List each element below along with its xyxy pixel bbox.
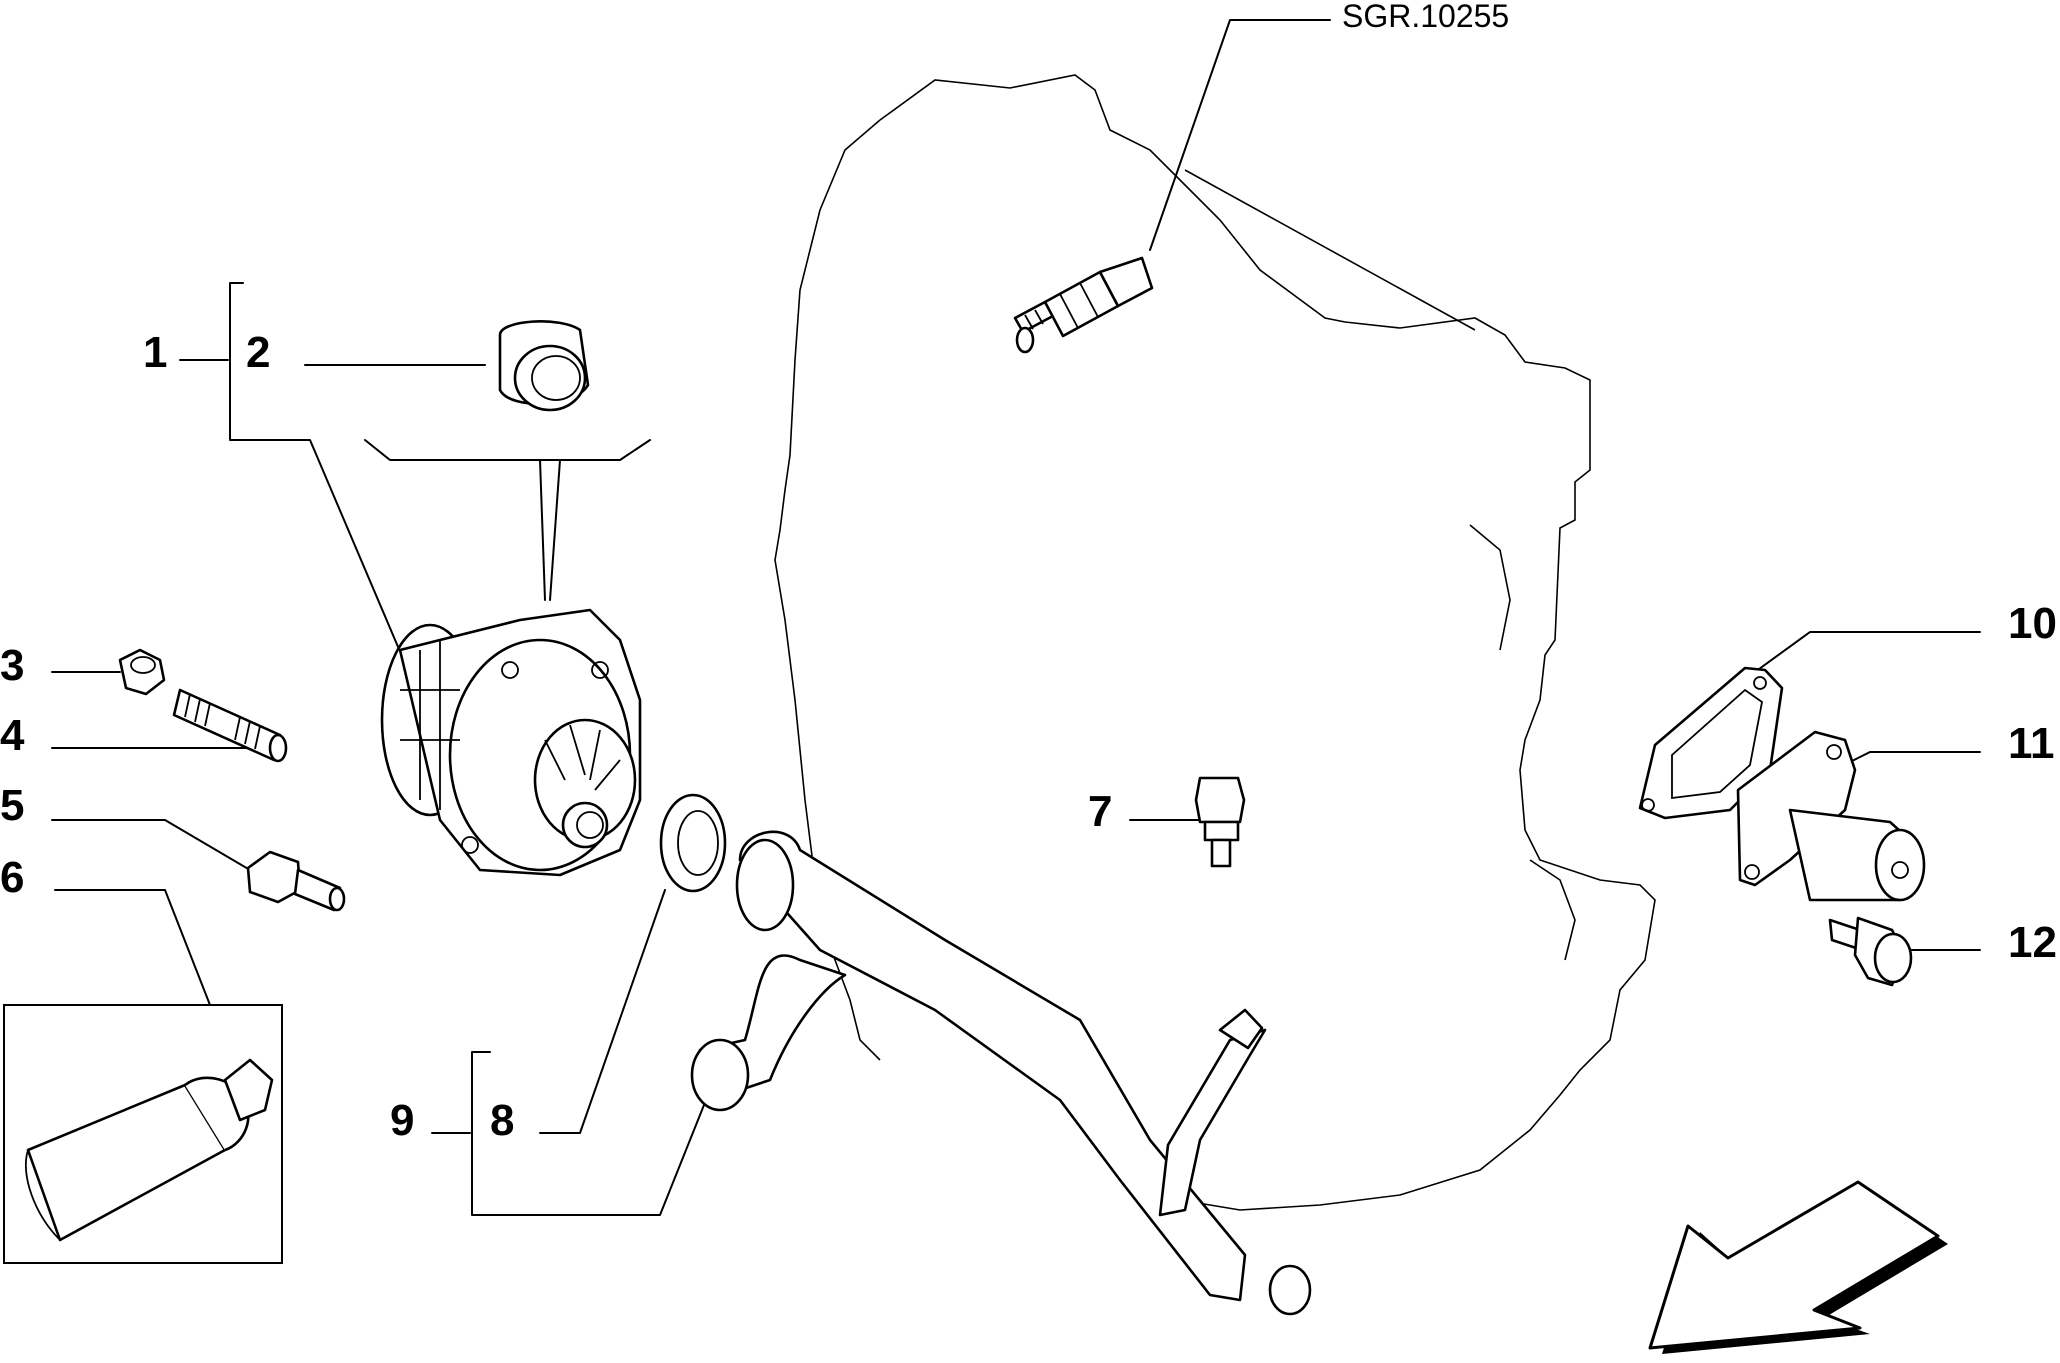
nut: [118, 648, 166, 696]
callout-3: 3: [0, 641, 24, 690]
callout-8: 8: [490, 1096, 514, 1145]
thermostat-housing: [1736, 730, 1926, 902]
stud: [172, 688, 288, 763]
temperature-sensor: [1013, 256, 1154, 354]
callout-6: 6: [0, 853, 24, 902]
callout-11: 11: [2008, 719, 2055, 768]
reference-code: SGR.10255: [1342, 0, 1509, 34]
sensor-leader: [1149, 19, 1331, 251]
thermostat-gasket: [1638, 666, 1784, 820]
callout-9: 9: [390, 1096, 414, 1145]
callout-4: 4: [0, 711, 25, 760]
bolt-12: [1828, 916, 1913, 987]
callout-5: 5: [0, 781, 24, 830]
coolant-pipe: [690, 830, 1312, 1316]
water-pump: [380, 608, 642, 877]
callout-2: 2: [246, 328, 270, 377]
callout-12: 12: [2008, 918, 2057, 967]
o-ring: [659, 793, 727, 893]
callout-10: 10: [2008, 599, 2057, 648]
callout-leaders: [51, 282, 1981, 1216]
engine-edge-line: [1184, 169, 1476, 331]
bleed-screw: [1194, 776, 1246, 868]
sealant-tube: [3, 1004, 283, 1264]
engine-block-outline: [774, 74, 1656, 1211]
bolt-5: [246, 850, 346, 912]
callout-7: 7: [1088, 787, 1112, 836]
pump-seal-cap: [498, 320, 590, 412]
callout-1: 1: [143, 328, 167, 377]
direction-arrow-icon: [1648, 1180, 1948, 1354]
